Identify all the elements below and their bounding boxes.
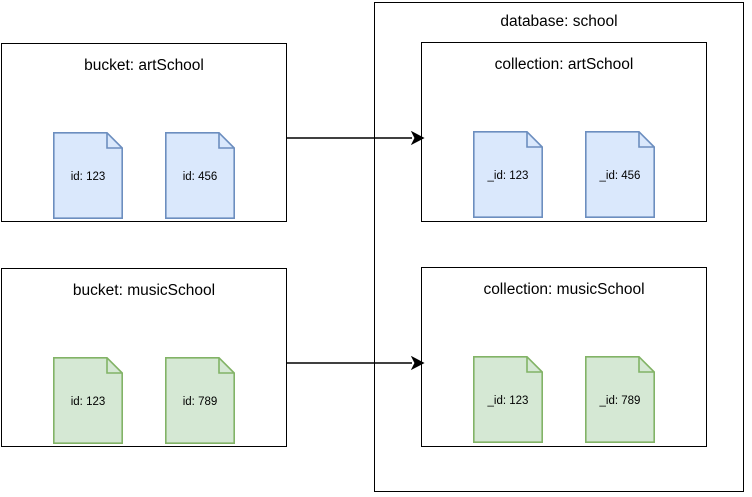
collection-musicschool-document-1: _id: 123	[473, 356, 543, 443]
document-label: id: 123	[70, 396, 106, 408]
document-label: _id: 456	[599, 170, 641, 182]
document-label: id: 789	[182, 396, 218, 408]
database-title: database: school	[500, 13, 618, 30]
bucket-artschool-container: bucket: artSchool id: 123 id: 456	[1, 43, 287, 222]
collection-artschool-document-1: _id: 123	[473, 131, 543, 218]
bucket-musicschool-document-2: id: 789	[165, 357, 235, 444]
collection-musicschool-title: collection: musicSchool	[483, 281, 645, 298]
collection-artschool-document-2: _id: 456	[585, 131, 655, 218]
document-label: _id: 123	[487, 170, 529, 182]
bucket-musicschool-document-1: id: 123	[53, 357, 123, 444]
document-label: _id: 123	[487, 395, 529, 407]
bucket-artschool-document-1: id: 123	[53, 132, 123, 219]
arrow-bucket-musicschool-to-collection-musicschool	[286, 355, 425, 371]
bucket-musicschool-container: bucket: musicSchool id: 123 id: 789	[1, 268, 287, 447]
bucket-artschool-document-2: id: 456	[165, 132, 235, 219]
arrow-bucket-artschool-to-collection-artschool	[286, 130, 425, 146]
bucket-musicschool-title: bucket: musicSchool	[72, 282, 216, 299]
collection-artschool-title: collection: artSchool	[494, 56, 634, 73]
bucket-artschool-title: bucket: artSchool	[84, 57, 204, 74]
collection-musicschool-container: collection: musicSchool _id: 123 _id: 78…	[421, 267, 707, 447]
document-label: id: 456	[182, 171, 218, 183]
document-label: id: 123	[70, 171, 106, 183]
collection-musicschool-document-2: _id: 789	[585, 356, 655, 443]
document-label: _id: 789	[599, 395, 641, 407]
collection-artschool-container: collection: artSchool _id: 123 _id: 456	[421, 42, 707, 222]
